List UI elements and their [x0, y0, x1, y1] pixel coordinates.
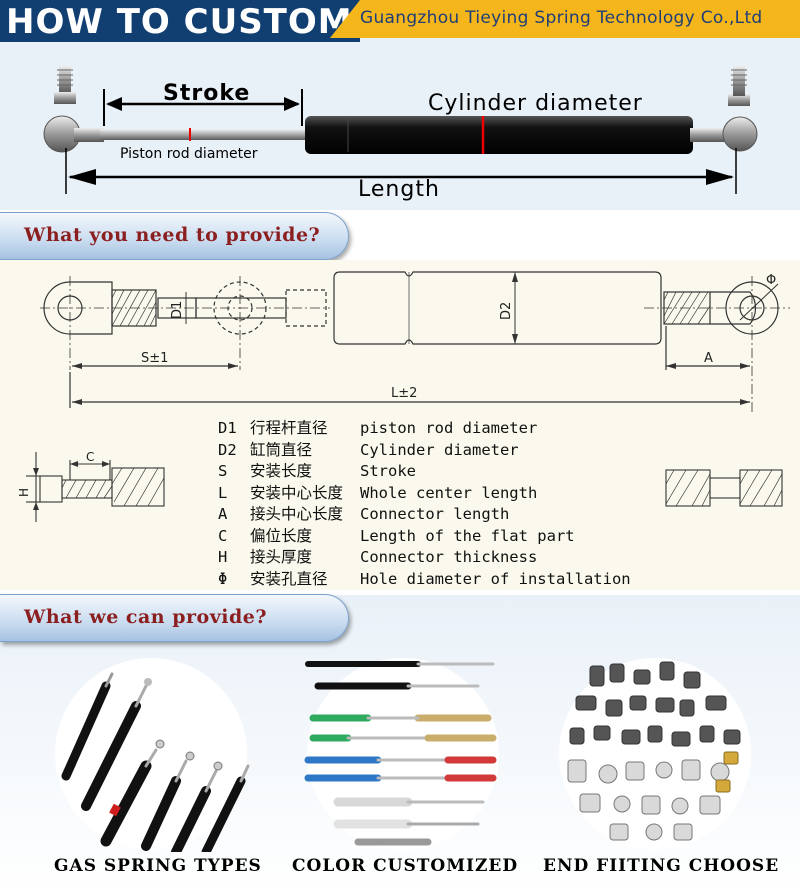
a-label: A	[704, 351, 713, 366]
d2-label: D2	[499, 302, 514, 320]
right-end-fitting	[690, 66, 758, 152]
product-caption: GAS SPRING TYPES	[54, 856, 262, 876]
cylinder-body	[305, 116, 693, 154]
left-end-fitting	[43, 66, 104, 153]
end-fitting-image	[559, 658, 751, 850]
length-label: Length	[358, 177, 440, 202]
gas-spring-types-image	[55, 658, 250, 852]
s-label: S±1	[141, 351, 168, 366]
gas-spring-diagram: Stroke Cylinder diameter Piston rod diam…	[43, 66, 758, 202]
color-customized-image	[304, 658, 499, 850]
company-bar	[330, 0, 800, 38]
cylinder-diameter-label: Cylinder diameter	[428, 91, 643, 116]
product-caption: COLOR CUSTOMIZED	[292, 856, 519, 876]
company-name: Guangzhou Tieying Spring Technology Co.,…	[360, 8, 763, 28]
section-we-provide-banner: What we can provide?	[0, 594, 349, 642]
product-caption: END FIITING CHOOSE	[543, 856, 780, 876]
l-label: L±2	[391, 386, 417, 401]
technical-drawing-area	[0, 260, 800, 590]
d1-label: D1	[170, 301, 185, 319]
section-provide-banner: What you need to provide?	[0, 212, 349, 260]
technical-drawing: D1 D2 S±1 A L±2 Φ	[40, 271, 790, 412]
section-provide-title: What you need to provide?	[24, 224, 321, 246]
stroke-label: Stroke	[163, 81, 250, 106]
section-we-provide-title: What we can provide?	[24, 606, 267, 628]
piston-rod	[100, 129, 310, 140]
page-title: HOW TO CUSTOM	[6, 2, 353, 42]
h-label: H	[17, 488, 31, 497]
phi-label: Φ	[766, 273, 776, 288]
connector-end-drawing	[665, 469, 783, 507]
connector-thickness-drawing: C H	[17, 452, 165, 522]
c-label: C	[86, 452, 94, 464]
piston-rod-label: Piston rod diameter	[120, 146, 258, 162]
header-title-bar: HOW TO CUSTOM	[0, 0, 360, 42]
